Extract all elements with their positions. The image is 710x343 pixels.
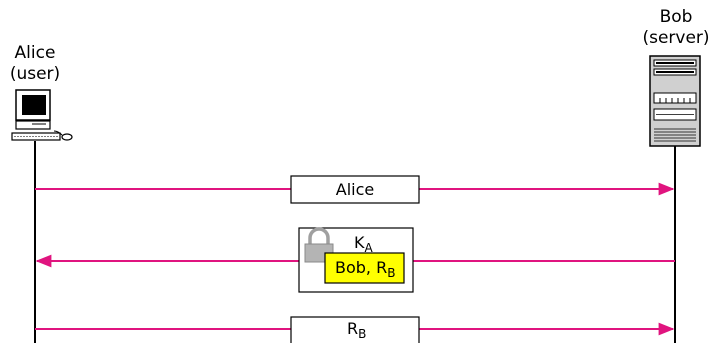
bob-header: Bob (server) [640, 7, 710, 49]
message-1-box [290, 175, 420, 204]
encrypted-content-box [324, 252, 405, 284]
alice-role: (user) [9, 64, 61, 84]
message-1-label: Alice [336, 180, 374, 199]
bob-name: Bob [659, 7, 693, 27]
message-3-box [290, 316, 420, 343]
alice-name: Alice [14, 43, 56, 63]
message-3-label: RB [347, 319, 366, 341]
encrypted-content-label: Bob, RB [335, 258, 395, 280]
desktop-computer-icon [11, 89, 73, 141]
bob-role: (server) [642, 28, 710, 48]
message-3: RB [35, 316, 675, 343]
alice-header: Alice (user) [4, 43, 66, 85]
server-tower-icon [649, 55, 701, 147]
key-label: KA [354, 233, 374, 255]
message-1: Alice [35, 175, 675, 204]
message-2: KA Bob, RB [35, 227, 675, 293]
